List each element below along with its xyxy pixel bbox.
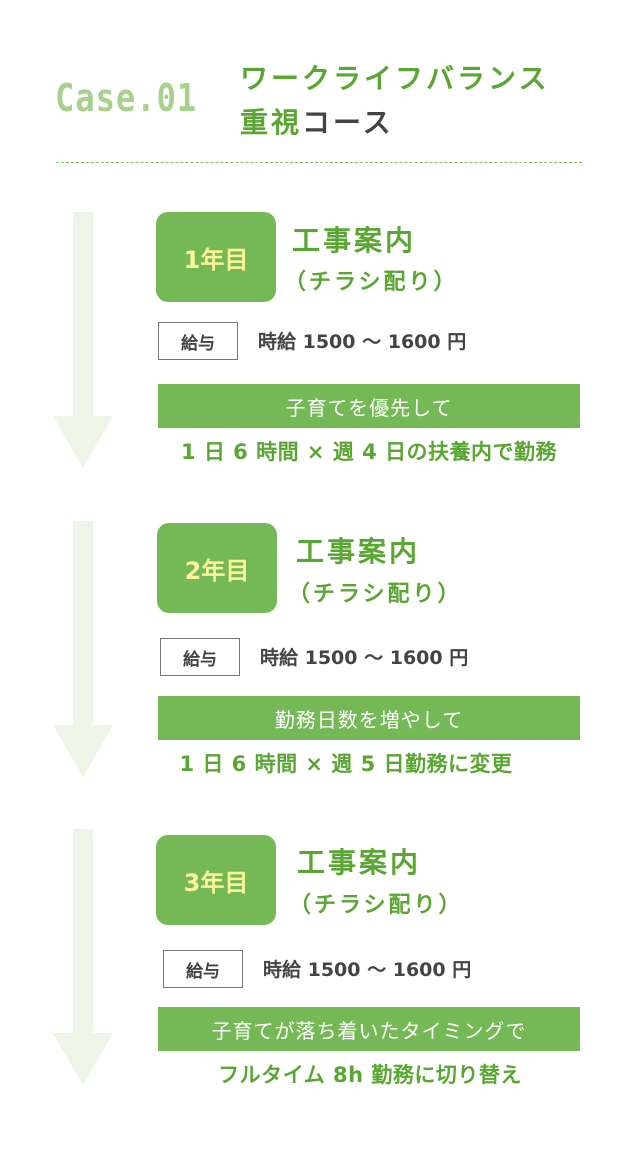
down-arrow-icon — [53, 521, 113, 777]
salary-label: 給与 — [163, 950, 243, 988]
note-text: フルタイム 8h 勤務に切り替え — [218, 1063, 522, 1087]
job-title: 工事案内 — [297, 846, 422, 879]
note-bar: 勤務日数を増やして — [158, 696, 580, 740]
job-subtitle: （チラシ配り） — [288, 582, 463, 607]
job-title: 工事案内 — [296, 535, 421, 568]
job-title: 工事案内 — [292, 224, 417, 257]
year-badge: 3年目 — [156, 835, 276, 925]
course-title-emphasis: 重視 — [240, 106, 303, 139]
salary-value: 時給 1500 〜 1600 円 — [263, 959, 472, 981]
down-arrow-icon — [53, 212, 113, 468]
job-subtitle: （チラシ配り） — [289, 893, 464, 918]
dashed-divider — [56, 162, 582, 163]
note-bar: 子育てを優先して — [158, 384, 580, 428]
salary-value: 時給 1500 〜 1600 円 — [258, 331, 467, 353]
course-title-line2: 重視コース — [240, 101, 549, 145]
case-label: Case.01 — [55, 76, 198, 120]
salary-label: 給与 — [158, 322, 238, 360]
course-title-suffix: コース — [302, 106, 394, 139]
year-badge: 2年目 — [157, 523, 277, 613]
salary-label: 給与 — [160, 638, 240, 676]
note-text: 1 日 6 時間 × 週 4 日の扶養内で勤務 — [180, 440, 558, 464]
down-arrow-icon — [53, 829, 113, 1085]
course-title: ワークライフバランス 重視コース — [240, 57, 549, 145]
note-text: 1 日 6 時間 × 週 5 日勤務に変更 — [179, 752, 513, 776]
course-title-line1: ワークライフバランス — [240, 62, 550, 95]
note-bar: 子育てが落ち着いたタイミングで — [158, 1007, 580, 1051]
salary-value: 時給 1500 〜 1600 円 — [260, 647, 469, 669]
job-subtitle: （チラシ配り） — [284, 270, 459, 295]
year-badge: 1年目 — [156, 212, 276, 302]
